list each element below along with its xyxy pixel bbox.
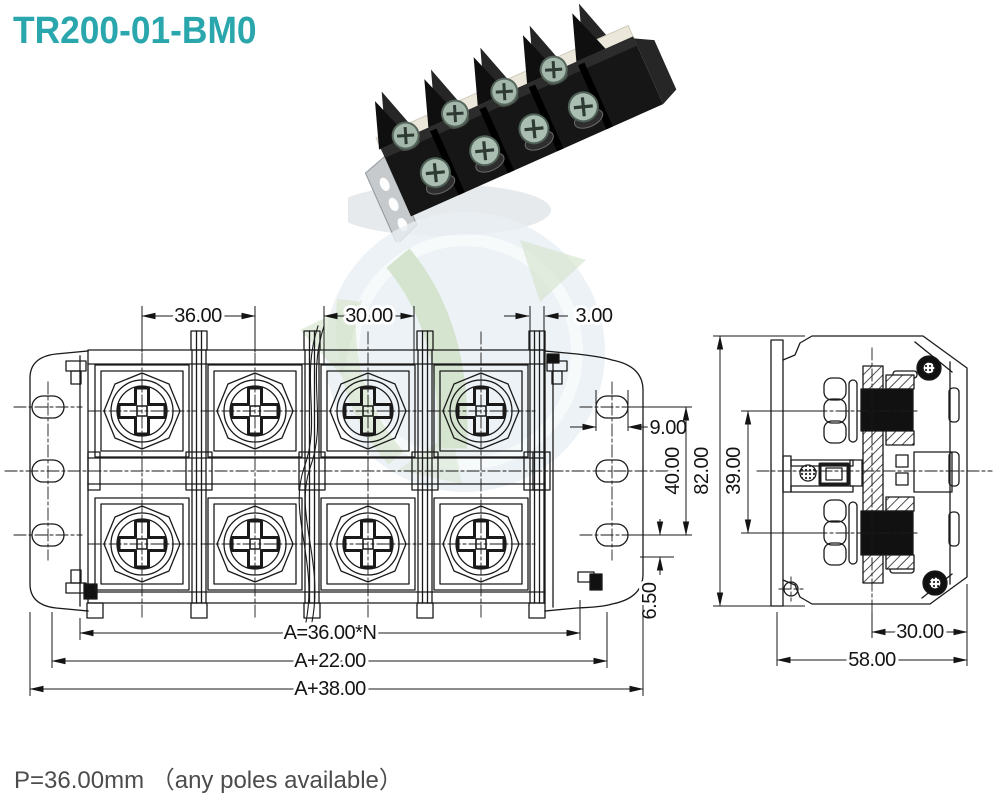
dim-overall-width-label: A+38.00 <box>294 678 366 700</box>
product-photo <box>348 3 677 242</box>
dimensions: 36.00 30.00 3.00 9.00 40.00 6.50 A=36.00… <box>29 302 968 703</box>
dim-opening-label: 30.00 <box>345 305 393 327</box>
dim-edge-offset-label: 6.50 <box>639 582 661 619</box>
side-view <box>756 335 993 626</box>
dim-total-label: A=36.00*N <box>284 622 377 644</box>
dim-body-width-label: A+22.00 <box>294 650 366 672</box>
dim-inner-depth-label: 30.00 <box>896 621 944 643</box>
dim-height-label: 82.00 <box>691 447 713 495</box>
dim-depth-label: 58.00 <box>848 649 896 671</box>
part-number-title: TR200-01-BM0 <box>13 10 257 52</box>
photo-upper-screws <box>391 55 568 152</box>
dim-stud-span-label: 39.00 <box>723 447 745 495</box>
photo-lower-screws <box>419 91 604 195</box>
dim-barrier-label: 3.00 <box>576 305 613 327</box>
dim-pitch-label: 36.00 <box>174 305 222 327</box>
dim-slot-span-label: 40.00 <box>662 447 684 495</box>
dim-slot-width-label: 9.00 <box>650 417 687 439</box>
pitch-note: P=36.00mm （any poles available） <box>14 767 403 794</box>
technical-drawing: 36.00 30.00 3.00 9.00 40.00 6.50 A=36.00… <box>4 212 993 703</box>
